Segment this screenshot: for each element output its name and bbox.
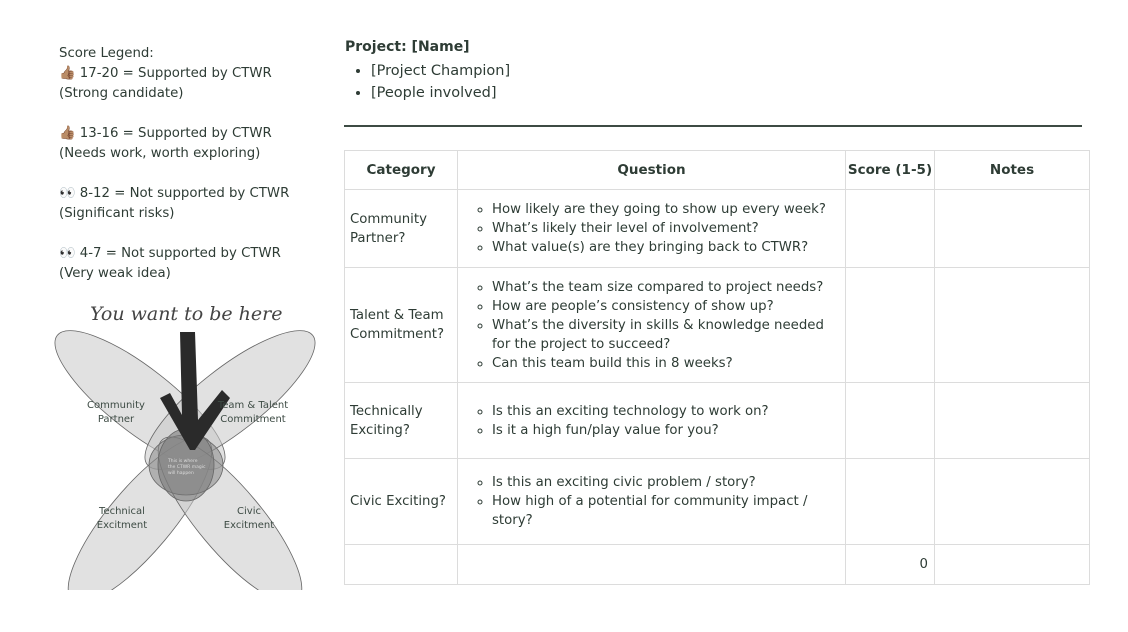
score-cell[interactable]	[845, 458, 935, 545]
question: What value(s) are they bringing back to …	[492, 238, 837, 257]
header-category: Category	[344, 150, 458, 190]
empty-cell	[934, 544, 1090, 585]
category-cell: Civic Exciting?	[344, 458, 458, 545]
legend-item: 👀 8-12 = Not supported by CTWR	[59, 184, 339, 204]
question: What’s the diversity in skills & knowled…	[492, 316, 837, 354]
question: Is this an exciting technology to work o…	[492, 402, 837, 421]
notes-cell[interactable]	[934, 458, 1090, 545]
empty-cell	[344, 544, 458, 585]
people-involved: [People involved]	[371, 82, 510, 104]
legend-title: Score Legend:	[59, 46, 154, 61]
eyes-icon: 👀	[59, 246, 76, 261]
notes-cell[interactable]	[934, 382, 1090, 459]
legend-note: (Strong candidate)	[59, 86, 184, 101]
label-civic: Excitment	[224, 520, 274, 531]
label-community: Community	[87, 400, 145, 411]
question-cell: How likely are they going to show up eve…	[457, 189, 846, 268]
question: What’s the team size compared to project…	[492, 278, 837, 297]
category-cell: Community Partner?	[344, 189, 458, 268]
legend-note: (Significant risks)	[59, 206, 175, 221]
label-team: Team & Talent	[217, 400, 288, 411]
label-civic: Civic	[237, 506, 261, 517]
project-header: Project: [Name] [Project Champion] [Peop…	[345, 38, 510, 104]
notes-cell[interactable]	[934, 189, 1090, 268]
table-row: Civic Exciting? Is this an exciting civi…	[344, 458, 1090, 545]
category-cell: Talent & Team Commitment?	[344, 267, 458, 383]
project-champion: [Project Champion]	[371, 60, 510, 82]
total-row: 0	[344, 544, 1090, 585]
diagram-caption: You want to be here	[90, 303, 282, 325]
question-cell: Is this an exciting civic problem / stor…	[457, 458, 846, 545]
header-question: Question	[457, 150, 846, 190]
thumbs-up-icon: 👍🏽	[59, 66, 76, 81]
label-team: Commitment	[220, 414, 286, 425]
center-text: This is where	[167, 458, 198, 464]
label-technical: Excitment	[97, 520, 147, 531]
score-legend: Score Legend: 👍🏽 17-20 = Supported by CT…	[59, 44, 339, 284]
notes-cell[interactable]	[934, 267, 1090, 383]
arrow-icon	[160, 332, 230, 450]
venn-diagram: You want to be here Community Partner Te…	[54, 303, 316, 590]
question: Is it a high fun/play value for you?	[492, 421, 837, 440]
legend-item: 👀 4-7 = Not supported by CTWR	[59, 244, 339, 264]
score-cell[interactable]	[845, 267, 935, 383]
question: How are people’s consistency of show up?	[492, 297, 837, 316]
table-row: Talent & Team Commitment? What’s the tea…	[344, 267, 1090, 383]
center-text: will happen	[168, 470, 194, 476]
scoring-table: Category Question Score (1-5) Notes Comm…	[344, 150, 1090, 585]
eyes-icon: 👀	[59, 186, 76, 201]
label-community: Partner	[98, 414, 135, 425]
legend-range: 8-12 = Not supported by CTWR	[79, 186, 290, 201]
score-cell[interactable]	[845, 189, 935, 268]
legend-note: (Needs work, worth exploring)	[59, 146, 261, 161]
table-row: Technically Exciting? Is this an excitin…	[344, 382, 1090, 459]
legend-item: 👍🏽 13-16 = Supported by CTWR	[59, 124, 339, 144]
question-cell: Is this an exciting technology to work o…	[457, 382, 846, 459]
project-title: Project: [Name]	[345, 39, 470, 55]
header-notes: Notes	[934, 150, 1090, 190]
table-row: Community Partner? How likely are they g…	[344, 189, 1090, 268]
center-text: the CTWR magic	[168, 464, 206, 470]
header-score: Score (1-5)	[845, 150, 935, 190]
question: Can this team build this in 8 weeks?	[492, 354, 837, 373]
score-cell[interactable]	[845, 382, 935, 459]
question: How high of a potential for community im…	[492, 492, 837, 530]
question: Is this an exciting civic problem / stor…	[492, 473, 837, 492]
thumbs-up-icon: 👍🏽	[59, 126, 76, 141]
total-score: 0	[845, 544, 935, 585]
legend-note: (Very weak idea)	[59, 266, 171, 281]
label-technical: Technical	[98, 506, 145, 517]
question: How likely are they going to show up eve…	[492, 200, 837, 219]
category-cell: Technically Exciting?	[344, 382, 458, 459]
empty-cell	[457, 544, 846, 585]
legend-range: 17-20 = Supported by CTWR	[79, 66, 272, 81]
question-cell: What’s the team size compared to project…	[457, 267, 846, 383]
legend-range: 4-7 = Not supported by CTWR	[79, 246, 281, 261]
question: What’s likely their level of involvement…	[492, 219, 837, 238]
legend-range: 13-16 = Supported by CTWR	[79, 126, 272, 141]
divider	[344, 125, 1082, 127]
legend-item: 👍🏽 17-20 = Supported by CTWR	[59, 64, 339, 84]
